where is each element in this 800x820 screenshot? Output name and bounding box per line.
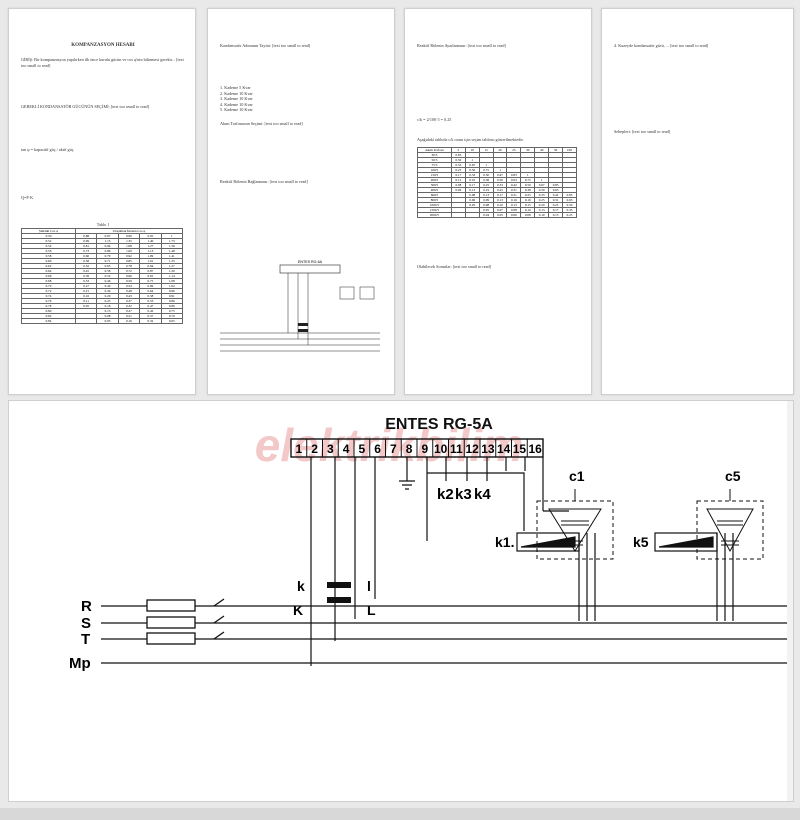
vertical-scrollbar[interactable] xyxy=(787,401,793,801)
problems-paragraph: Olabilecek Sorunlar: [text too small to … xyxy=(417,264,491,269)
relay-paragraph: Reaktif Rölenin Bağlanması: [text too sm… xyxy=(220,179,308,184)
causes-paragraph: Sebepleri: [text too small to read] xyxy=(614,129,671,134)
step-label-k2: k2 xyxy=(437,486,454,503)
ratio-formula: c/k = 2/100·5 = 0.25 xyxy=(417,117,452,122)
step-list: 1. Kademe 5 Kvar 2. Kademe 10 Kvar 3. Ka… xyxy=(220,85,384,113)
ct-secondary-core xyxy=(327,582,351,588)
list-item: 5. Kademe 10 Kvar xyxy=(220,107,253,113)
step-label-k4: k4 xyxy=(474,486,491,503)
document-page-3: Reaktif Rölenin Ayarlanması: [text too s… xyxy=(404,8,592,395)
contactor-label-k1: k1. xyxy=(495,534,514,550)
terminal-label-2: 2 xyxy=(311,442,318,456)
ct-label-l: l xyxy=(367,578,371,594)
capacitor-label-c1: c1 xyxy=(569,468,585,484)
terminal-label-6: 6 xyxy=(374,442,381,456)
table-intro: Aşağıdaki tabloda c/k oranı için seçim t… xyxy=(417,137,524,142)
line-label-S: S xyxy=(81,615,91,632)
ct-label-K: K xyxy=(293,602,303,618)
list-item: 4. Kademe 10 Kvar xyxy=(220,101,253,107)
line-label-R: R xyxy=(81,598,92,615)
mini-wiring-diagram: ENTES RG-6A xyxy=(220,259,380,355)
formula-line: tan φ = kapasitif güç / aktif güç xyxy=(21,147,74,152)
mini-relay-box xyxy=(279,264,341,274)
terminal-label-13: 13 xyxy=(481,442,495,456)
document-page-2: Kondansatör Adımının Tayini: [text too s… xyxy=(207,8,395,395)
step-paragraph: Kondansatör Adımının Tayini: [text too s… xyxy=(220,43,311,48)
ct-paragraph: Akım Trafosunun Seçimi: [text too small … xyxy=(220,121,303,126)
terminal-label-15: 15 xyxy=(513,442,527,456)
intro-paragraph: GİRİŞ: Bir kompanzasyon yapılırken ilk ö… xyxy=(21,57,184,68)
watermark-text: elektrikbilim xyxy=(255,419,523,471)
terminal-label-12: 12 xyxy=(465,442,479,456)
mini-diagram-title: ENTES RG-6A xyxy=(298,260,323,264)
fuse-T xyxy=(146,632,196,645)
terminal-label-10: 10 xyxy=(434,442,448,456)
line-label-Mp: Mp xyxy=(69,655,91,672)
settings-paragraph: Reaktif Rölenin Ayarlanması: [text too s… xyxy=(417,43,506,48)
terminal-label-11: 11 xyxy=(450,442,463,456)
section-paragraph: GEREKLİ KONDANSATÖR GÜCÜNÜN SEÇİMİ: [tex… xyxy=(21,104,149,109)
page-title: KOMPANZASYON HESABI xyxy=(71,43,135,48)
terminal-label-8: 8 xyxy=(406,442,413,456)
bottom-bar xyxy=(0,808,800,820)
contactor-label-k5: k5 xyxy=(633,534,649,550)
capacitor-bank-5 xyxy=(696,500,764,560)
line-label-T: T xyxy=(81,631,90,648)
list-item: 3. Kademe 10 Kvar xyxy=(220,96,253,102)
capacitor-label-c5: c5 xyxy=(725,468,741,484)
list-item: 2. Kademe 10 Kvar xyxy=(220,90,253,96)
device-title: ENTES RG-5A xyxy=(385,416,493,433)
step-label-k3: k3 xyxy=(455,486,472,503)
terminal-label-9: 9 xyxy=(422,442,429,456)
fuse-R xyxy=(146,599,196,612)
table-caption: Tablo 1 xyxy=(96,222,110,227)
formula-line-2: Q=P·K xyxy=(21,195,34,200)
terminal-label-5: 5 xyxy=(359,442,366,456)
list-item: 1. Kademe 5 Kvar xyxy=(220,85,251,90)
terminal-label-3: 3 xyxy=(327,442,334,456)
fuse-S xyxy=(146,616,196,629)
terminal-label-4: 4 xyxy=(343,442,350,456)
terminal-label-14: 14 xyxy=(497,442,511,456)
terminal-label-1: 1 xyxy=(296,442,303,456)
troubleshoot-paragraph: 4. Kuzeyde kondansatör gücü, ... [text t… xyxy=(614,43,709,48)
terminal-label-7: 7 xyxy=(390,442,397,456)
terminal-label-16: 16 xyxy=(528,442,542,456)
document-page-4: 4. Kuzeyde kondansatör gücü, ... [text t… xyxy=(601,8,794,395)
ct-primary-core xyxy=(327,597,351,603)
document-page-1: KOMPANZASYON HESABI GİRİŞ: Bir kompanzas… xyxy=(8,8,196,395)
ct-label-k: k xyxy=(297,578,305,594)
ct-label-L: L xyxy=(367,602,376,618)
